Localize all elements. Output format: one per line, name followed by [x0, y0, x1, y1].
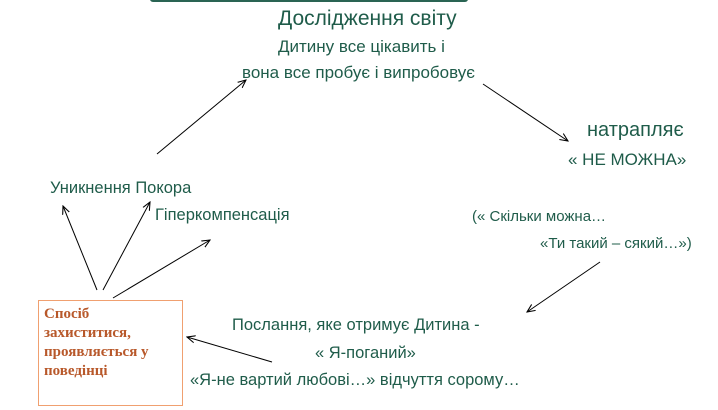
box-line-2: захиститися, — [44, 325, 131, 341]
arrow-to-message — [527, 261, 601, 312]
intro-line-1: Дитину все цікавить і — [278, 37, 445, 56]
behavior-defense-box: Спосіб захиститися, проявляється у повед… — [38, 300, 183, 406]
arrow-to-box — [187, 337, 273, 363]
box-line-1: Спосіб — [44, 306, 90, 322]
hits-line-1: натрапляє — [587, 119, 684, 141]
box-line-3: проявляється у — [44, 344, 149, 360]
hits-line-2: « НЕ МОЖНА» — [568, 150, 687, 169]
intro-line-2: вона все пробує і випробовує — [242, 63, 475, 82]
diagram-title: Дослідження світу — [278, 7, 457, 30]
box-line-4: поведінці — [44, 363, 108, 379]
quote-line-1: (« Скільки можна… — [472, 208, 607, 225]
arrow-to-exploration — [156, 80, 246, 155]
cropped-heading-fragment — [150, 0, 468, 2]
defenses-line-1: Уникнення Покора — [50, 179, 192, 197]
arrow-box-to-avoidance — [63, 206, 98, 291]
arrow-box-to-submission — [102, 202, 150, 291]
arrow-to-hits — [482, 83, 568, 141]
message-line-3: «Я-не вартий любові…» відчуття сорому… — [190, 371, 520, 389]
defenses-line-2: Гіперкомпенсація — [155, 206, 290, 224]
arrow-box-to-overcompensation — [112, 240, 210, 299]
message-line-1: Послання, яке отримує Дитина - — [232, 316, 480, 334]
quote-line-2: «Ти такий – сякий…») — [540, 235, 692, 252]
message-line-2: « Я-поганий» — [315, 344, 416, 362]
